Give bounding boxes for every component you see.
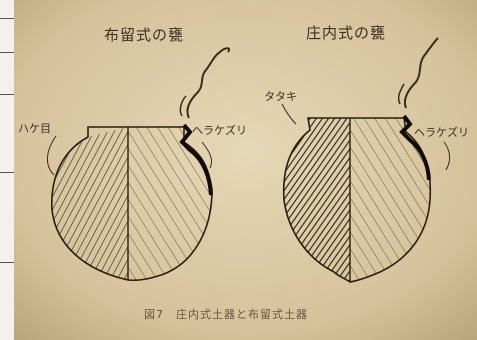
- left-margin-strip: [0, 0, 15, 340]
- margin-rule: [0, 94, 14, 95]
- hera-kezuri-left-label: ヘラケズリ: [192, 122, 247, 138]
- hera-kezuri-right-label: ヘラケズリ: [414, 124, 469, 140]
- right-pot-title: 庄内式の甕: [306, 22, 386, 43]
- margin-rule: [0, 52, 14, 53]
- margin-rule: [0, 262, 14, 263]
- pottery-figure-photo: 布留式の甕 庄内式の甕 ハケ目 ヘラケズリ タタキ ヘラケズリ 図7 庄内式土器…: [14, 0, 477, 340]
- margin-rule: [0, 18, 14, 19]
- margin-rule: [0, 172, 14, 173]
- left-pot-title: 布留式の甕: [104, 24, 184, 45]
- figure-caption: 図7 庄内式土器と布留式土器: [144, 306, 308, 322]
- pottery-illustration: [14, 0, 477, 340]
- hake-me-label: ハケ目: [18, 120, 51, 136]
- tataki-label: タタキ: [264, 88, 297, 104]
